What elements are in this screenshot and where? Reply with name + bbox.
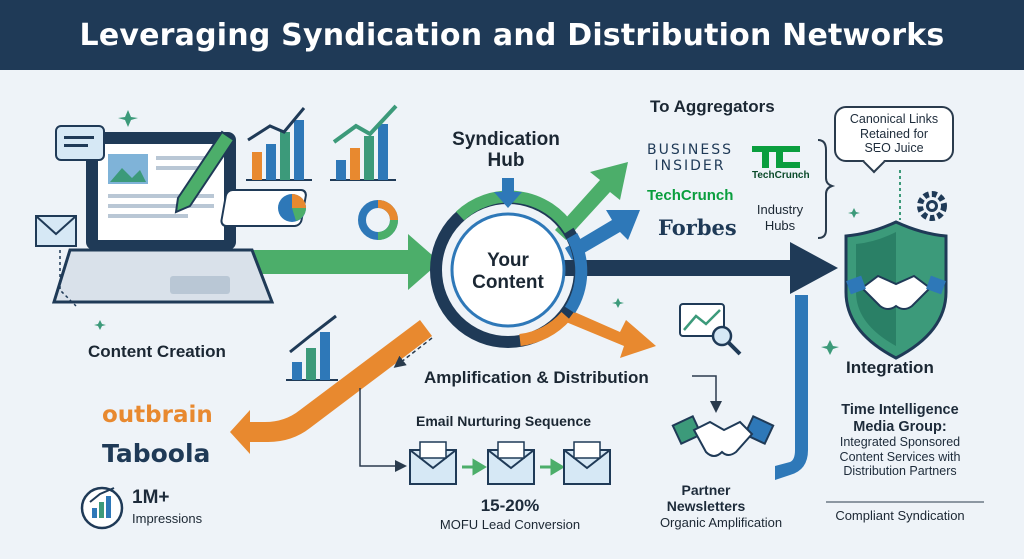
impressions-chart-icon	[80, 486, 124, 530]
taboola-logo: Taboola	[102, 439, 211, 468]
outbrain-logo: outbrain	[102, 402, 213, 428]
envelope-icon	[487, 441, 535, 485]
partner-line1: Partner	[681, 482, 731, 498]
amplification-arrow-left	[393, 337, 433, 368]
hub-ring-blue	[564, 233, 588, 314]
integration-label: Integration	[846, 358, 934, 377]
tig-block: Time Intelligence Media Group: Integrate…	[812, 402, 988, 478]
email-conversion-rate: 15-20%	[480, 496, 540, 515]
hub-ring-green	[455, 190, 576, 234]
donut-chart-icon	[358, 200, 398, 240]
partner-orange-arrow	[566, 310, 656, 358]
partner-handshake-icon	[671, 414, 775, 457]
hub-label-arrow	[494, 178, 522, 208]
amplification-label: Amplification & Distribution	[424, 368, 649, 387]
page-title: Leveraging Syndication and Distribution …	[79, 17, 945, 53]
handshake-icon	[846, 274, 946, 310]
industry-hubs-label: Industry Hubs	[744, 202, 816, 233]
aggregator-arrow-2	[565, 210, 640, 260]
business-insider-line1: BUSINESS	[647, 142, 733, 158]
envelope-icon	[35, 215, 77, 307]
gear-icon	[917, 191, 947, 221]
techcrunch-logo-text: TechCrunch	[752, 170, 810, 181]
business-insider-line2: INSIDER	[654, 158, 726, 175]
canonical-links-bubble: Canonical Links Retained for SEO Juice	[834, 106, 954, 162]
aggregators-title: To Aggregators	[650, 97, 775, 116]
bar-chart-icon	[246, 107, 312, 181]
hub-ring-orange	[519, 311, 571, 346]
aggregator-bracket	[817, 139, 836, 239]
partner-subtitle: Organic Amplification	[659, 515, 783, 530]
tig-footer: Compliant Syndication	[835, 508, 965, 523]
tig-line2: Media Group:	[853, 418, 947, 435]
chat-bubble-icon	[55, 125, 105, 161]
hub-label-line1: Syndication	[452, 129, 560, 150]
business-insider-logo: BUSINESS INSIDER	[646, 142, 734, 174]
main-flow-arrow	[560, 242, 838, 294]
partner-line2: Newsletters	[666, 498, 746, 515]
envelope-icon	[563, 441, 611, 485]
forbes-logo: Forbes	[658, 215, 737, 240]
envelope-icon	[409, 441, 457, 485]
tig-desc3: Distribution Partners	[843, 464, 957, 479]
email-conversion-label: MOFU Lead Conversion	[439, 517, 581, 532]
hub-center-line1: Your	[487, 250, 529, 271]
amplification-chart-icon	[286, 314, 338, 381]
partner-connector	[692, 375, 722, 413]
pencil-icon	[174, 130, 236, 214]
hub-label-line2: Hub	[487, 149, 525, 171]
impressions-label: Impressions	[132, 511, 203, 526]
email-connector	[359, 388, 407, 472]
techcrunch-logo-icon	[752, 146, 800, 168]
hub-label: Syndication Hub	[436, 129, 576, 172]
tig-desc2: Content Services with	[839, 449, 961, 464]
content-creation-label: Content Creation	[88, 342, 226, 361]
hub-center-text: Your Content	[458, 250, 558, 294]
native-flow-arrow	[230, 320, 432, 454]
growth-chart-icon	[330, 104, 398, 181]
canonical-line3: SEO Juice	[864, 141, 924, 156]
canonical-line2: Retained for	[859, 126, 929, 141]
tig-line1: Time Intelligence	[841, 402, 959, 418]
creation-flow-arrow	[230, 234, 440, 290]
hub-inner-circle	[450, 212, 566, 328]
pie-chart-icon	[220, 189, 307, 227]
header-banner: Leveraging Syndication and Distribution …	[0, 0, 1024, 70]
sparkle-icon	[94, 110, 860, 355]
partner-newsletters-label: Partner Newsletters	[646, 482, 766, 514]
techcrunch-logo: TechCrunch	[647, 187, 734, 204]
aggregator-arrow-1	[555, 162, 628, 240]
tig-desc1: Integrated Sponsored	[839, 435, 961, 450]
industry-hubs-line1: Industry	[756, 202, 804, 217]
partner-flow-arrow	[775, 295, 808, 480]
email-sequence-icons	[409, 441, 611, 485]
impressions-value: 1M+	[132, 487, 170, 508]
diagram-canvas	[35, 104, 984, 530]
canonical-line1: Canonical Links	[849, 112, 939, 127]
email-sequence-title: Email Nurturing Sequence	[416, 413, 592, 429]
magnifier-chart-icon	[679, 303, 742, 356]
hub-center-line2: Content	[472, 271, 544, 293]
laptop-icon	[51, 132, 275, 304]
industry-hubs-line2: Hubs	[764, 217, 796, 233]
